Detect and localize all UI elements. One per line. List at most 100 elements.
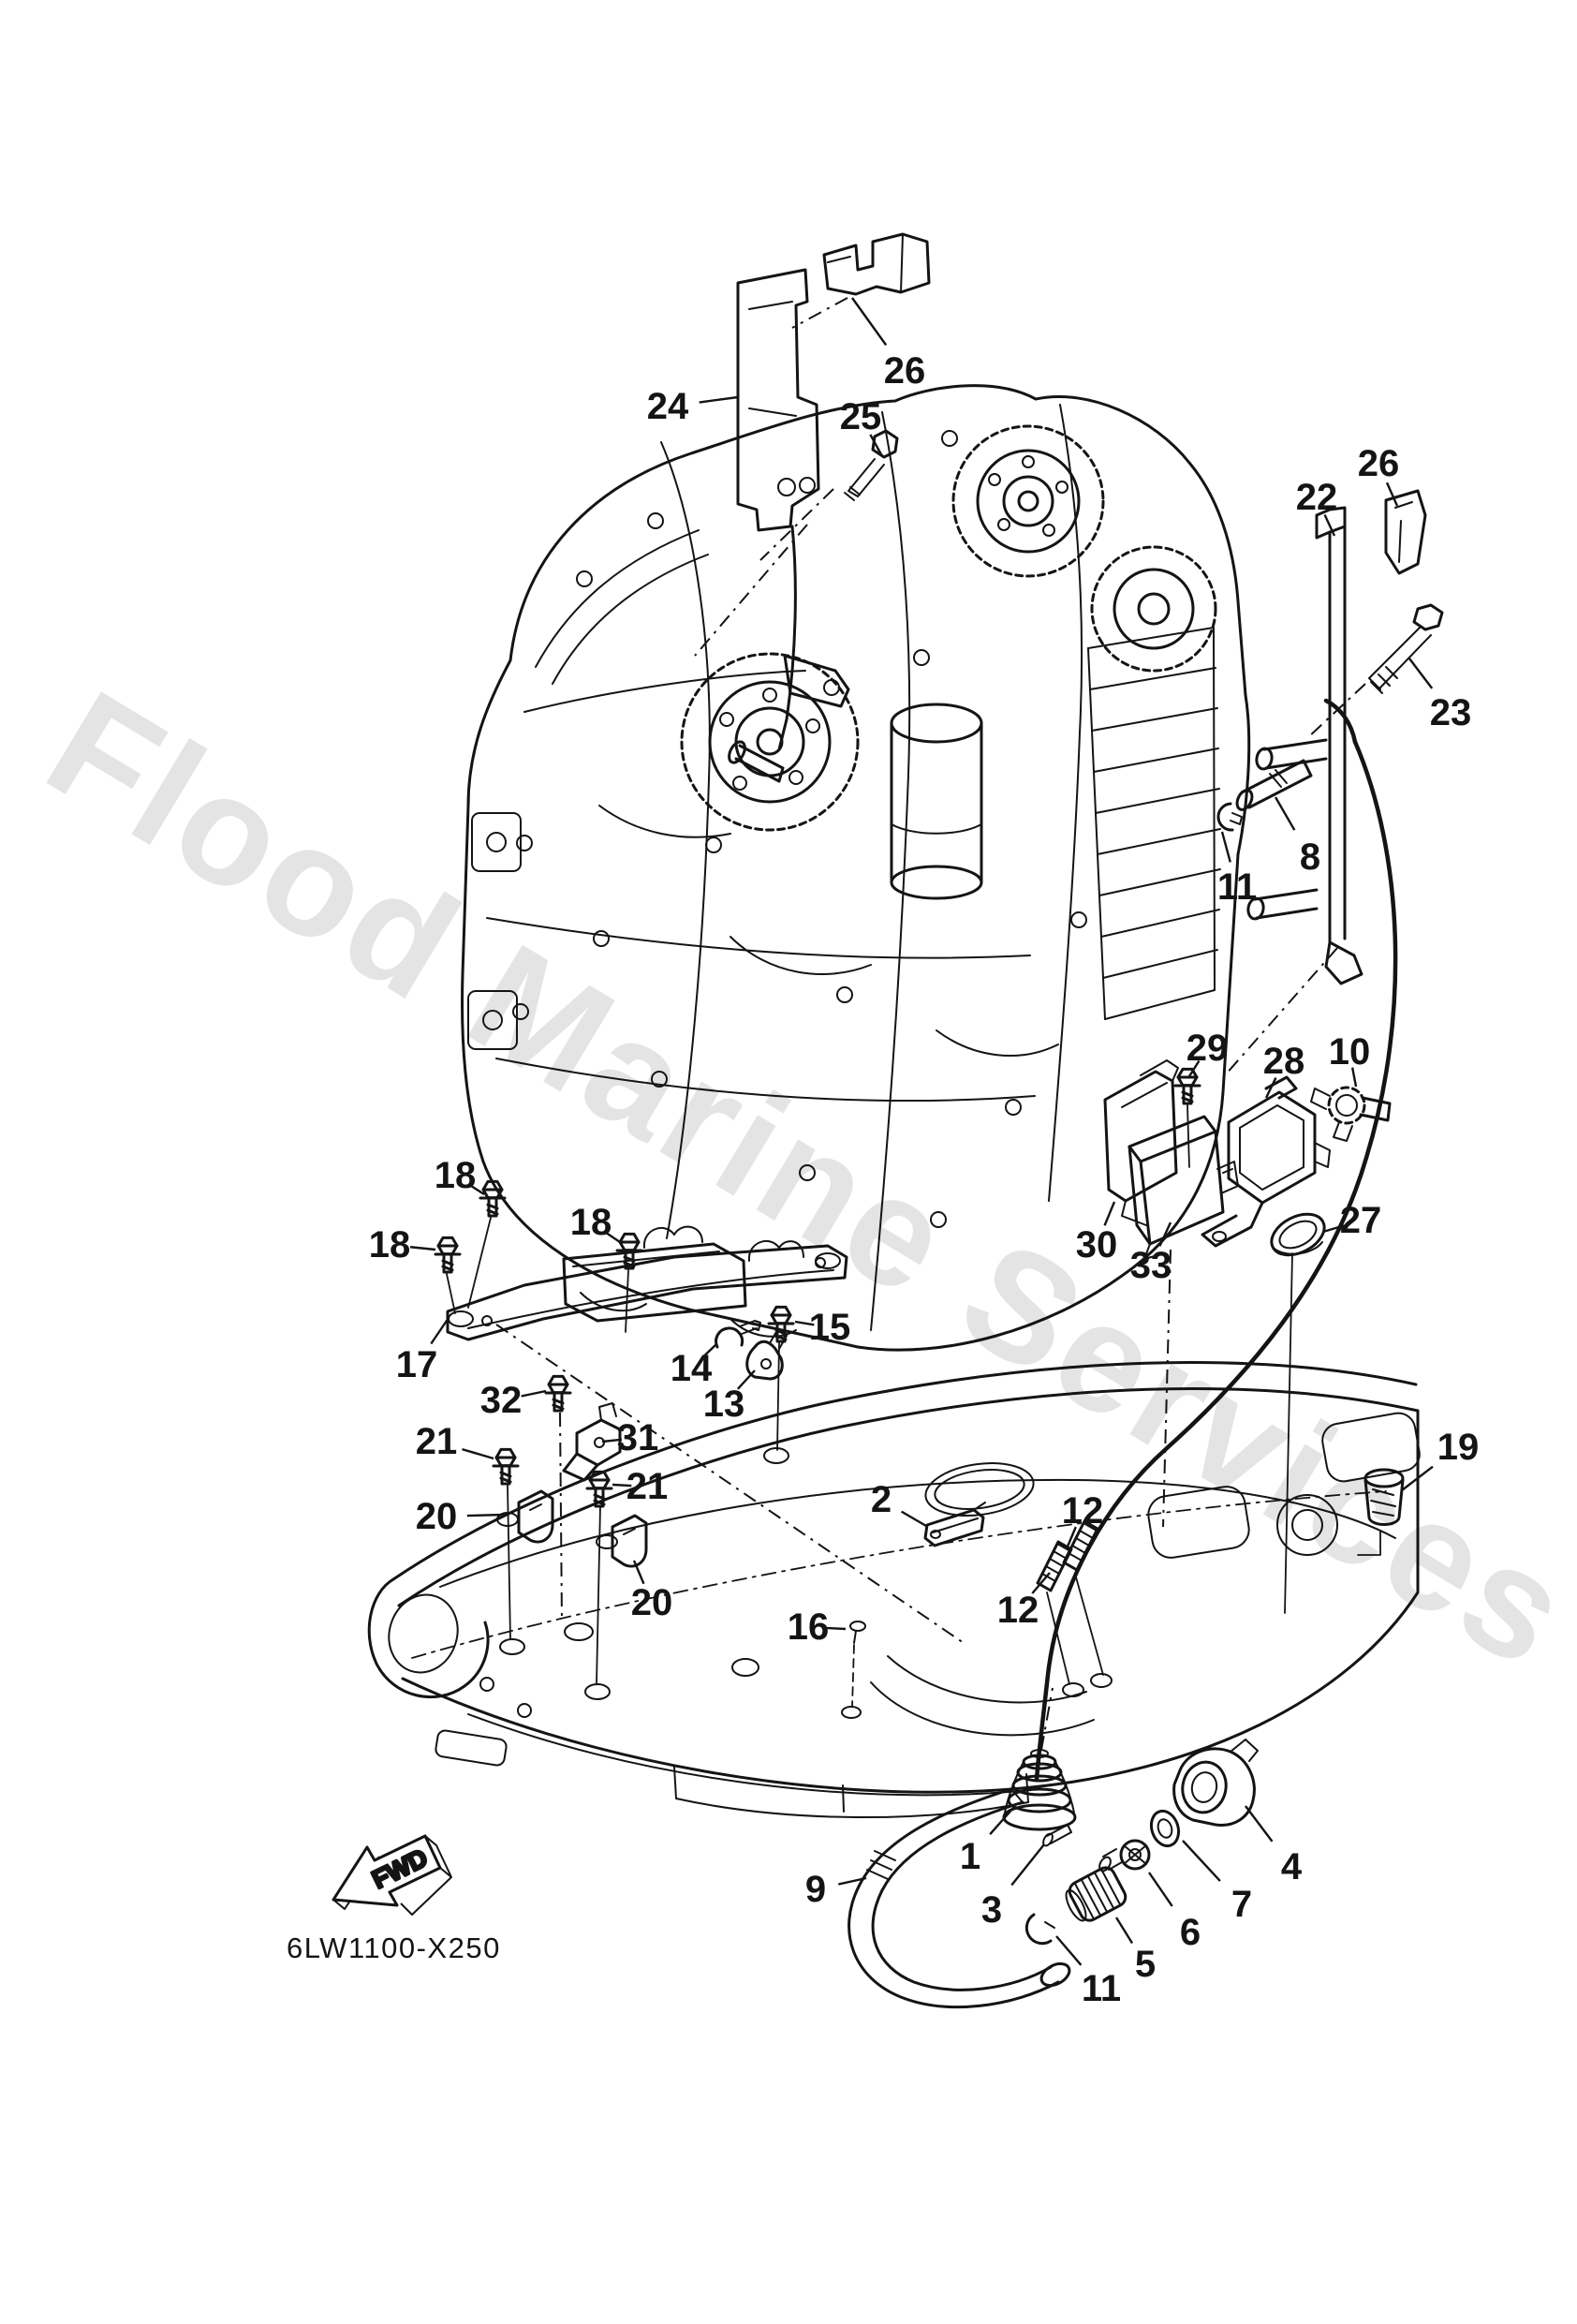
callout-label-29: 29: [1186, 1028, 1229, 1069]
part-4-housing: [1172, 1739, 1259, 1827]
callout-leader-7: [1182, 1840, 1221, 1882]
deck-opening: [1147, 1486, 1250, 1559]
callout-leader-25: [869, 434, 884, 457]
callout-label-22: 22: [1296, 477, 1338, 518]
part-23-bolt: [1368, 603, 1444, 694]
callout-label-7: 7: [1231, 1884, 1252, 1925]
callout-leader-2: [900, 1510, 927, 1528]
part-13-bracket: [745, 1329, 788, 1381]
callout-leader-31: [601, 1438, 623, 1443]
bolt-axes: [446, 1217, 629, 1333]
callout-leader-3: [1010, 1843, 1045, 1887]
assembly-centerlines: [495, 297, 1366, 1751]
callout-leader-4: [1245, 1805, 1274, 1843]
part-28-bracket: [1201, 1075, 1331, 1248]
callout-leader-23: [1408, 658, 1434, 689]
callout-leader-20: [466, 1513, 506, 1517]
engine-block-outline: [461, 384, 1251, 1352]
callout-leader-16: [824, 1626, 847, 1631]
callout-label-27: 27: [1340, 1200, 1382, 1241]
callout-label-11: 11: [1217, 866, 1257, 908]
callout-leader-9: [838, 1876, 867, 1886]
callout-leader-22: [1323, 513, 1336, 537]
bottom-cowling: [367, 1361, 1421, 1818]
callout-label-18: 18: [369, 1224, 411, 1266]
callout-leader-19: [1401, 1465, 1434, 1491]
part-glyphs: [434, 232, 1444, 2009]
part-12-springs: [1036, 1519, 1104, 1685]
part-16-screw: [849, 1621, 866, 1708]
part-22-bracket-bar: [1246, 506, 1363, 985]
callout-label-14: 14: [671, 1348, 713, 1389]
callout-leader-6: [1148, 1872, 1173, 1907]
callout-label-24: 24: [647, 386, 689, 427]
callout-leader-29: [1187, 1059, 1201, 1077]
callout-label-28: 28: [1263, 1041, 1305, 1082]
part-11-clip-bottom: [1024, 1913, 1055, 1946]
part-7-washer: [1149, 1809, 1181, 1848]
callout-label-21: 21: [416, 1421, 458, 1462]
callout-leader-1: [989, 1806, 1015, 1835]
callout-label-12: 12: [1062, 1490, 1104, 1532]
deck-opening: [1321, 1412, 1421, 1483]
callout-leader-5: [1114, 1917, 1134, 1945]
callout-label-26: 26: [884, 350, 926, 392]
callout-label-5: 5: [1135, 1944, 1156, 1985]
callout-leader-18: [467, 1182, 485, 1196]
callout-label-15: 15: [809, 1307, 851, 1348]
mount-lugs: [467, 805, 1059, 1338]
callout-label-25: 25: [840, 396, 882, 437]
callout-label-2: 2: [871, 1479, 892, 1520]
callout-leader-33: [1158, 1221, 1172, 1247]
part-20-clip-right: [596, 1514, 648, 1568]
callout-label-26: 26: [1358, 443, 1400, 484]
deck-bosses: [479, 1447, 1338, 1719]
callout-label-11: 11: [1082, 1968, 1121, 2009]
part-11-clip-right: [1216, 802, 1243, 832]
part-26-clamp-top: [822, 232, 931, 296]
callout-label-30: 30: [1076, 1224, 1118, 1266]
callout-label-20: 20: [416, 1496, 458, 1537]
callout-label-3: 3: [981, 1889, 1002, 1931]
callout-label-9: 9: [805, 1869, 826, 1910]
callout-label-6: 6: [1180, 1912, 1201, 1953]
callout-label-19: 19: [1437, 1427, 1480, 1468]
callout-leader-11: [1220, 831, 1231, 863]
callout-leader-8: [1274, 796, 1296, 831]
callout-leader-21: [462, 1447, 494, 1460]
part-5-knurled-nut: [1065, 1866, 1127, 1922]
callout-label-16: 16: [788, 1606, 830, 1648]
callout-label-18: 18: [570, 1202, 612, 1243]
callout-label-13: 13: [703, 1384, 745, 1425]
part-19-grommet: [1357, 1468, 1405, 1556]
part-33-ecu-box: [1127, 1115, 1239, 1260]
callout-leader-21: [612, 1483, 632, 1488]
exhaust-fins: [1087, 627, 1221, 1020]
bolt-axis: [776, 1342, 780, 1451]
callout-label-31: 31: [617, 1417, 659, 1458]
callout-label-33: 33: [1130, 1245, 1172, 1286]
callout-label-1: 1: [960, 1836, 980, 1877]
callout-leader-12: [1066, 1526, 1077, 1547]
callout-label-12: 12: [997, 1590, 1039, 1631]
callout-leader-27: [1322, 1224, 1345, 1234]
engine-line-art: [461, 384, 1251, 1352]
cam-pulley-top: [951, 424, 1105, 578]
callout-leader-30: [1103, 1201, 1116, 1226]
callout-leader-17: [430, 1317, 450, 1345]
callout-label-4: 4: [1281, 1846, 1303, 1887]
part-26-wedge-right: [1384, 489, 1427, 575]
cowling-left-pod: [367, 1577, 490, 1699]
callout-label-23: 23: [1430, 692, 1472, 733]
callout-label-17: 17: [396, 1344, 438, 1385]
callout-label-10: 10: [1329, 1031, 1371, 1073]
callout-leader-18: [409, 1246, 436, 1251]
cowling-rim-outer: [391, 1361, 1418, 1581]
part-24-bracket: [728, 268, 850, 783]
part-30-cover: [1103, 1059, 1179, 1226]
part-6-fitting: [1098, 1839, 1151, 1873]
part-27-cap: [1270, 1212, 1326, 1614]
callout-leader-15: [794, 1320, 815, 1326]
